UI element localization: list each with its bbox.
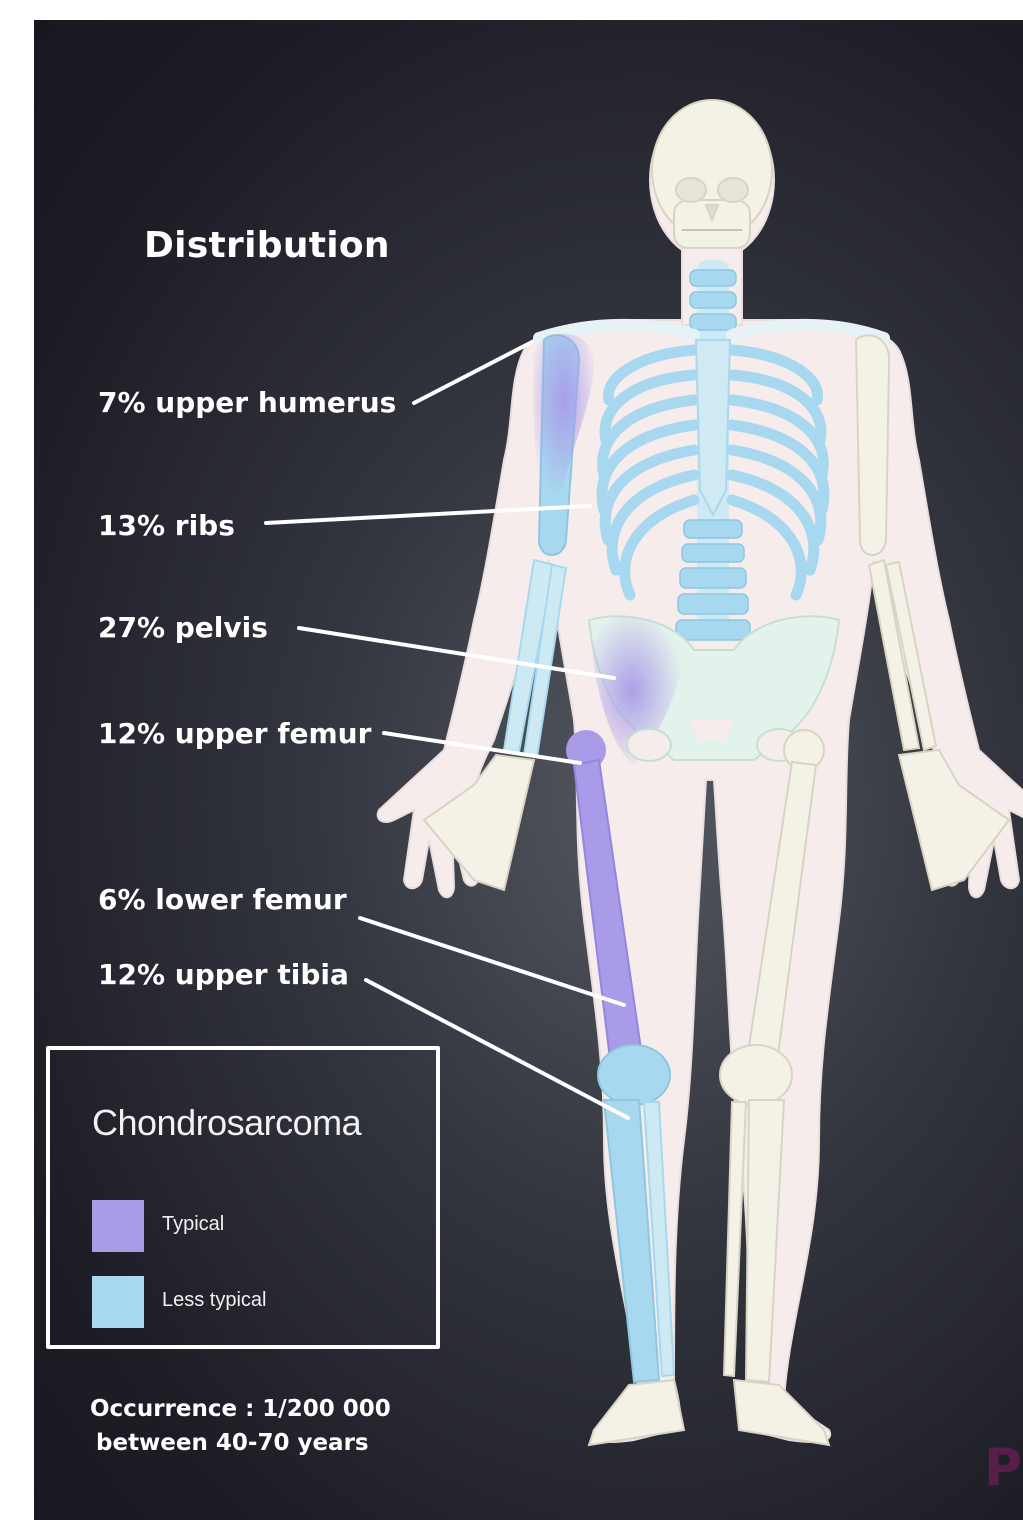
label-ribs: 13% ribs (98, 509, 235, 542)
watermark-logo: P (984, 1438, 1022, 1498)
label-pelvis: 27% pelvis (98, 611, 268, 644)
label-upper-femur: 12% upper femur (98, 717, 371, 750)
legend-title: Chondrosarcoma (92, 1102, 361, 1144)
legend-swatch-typical (92, 1200, 144, 1252)
diagram-title: Distribution (144, 225, 390, 266)
sternum (696, 340, 730, 515)
occurrence-text: Occurrence : 1/200 000 (90, 1396, 391, 1422)
legend-box: Chondrosarcoma Typical Less typical (46, 1046, 440, 1349)
label-lower-femur: 6% lower femur (98, 883, 347, 916)
legend-label-less-typical: Less typical (162, 1289, 267, 1312)
legend-swatch-less-typical (92, 1276, 144, 1328)
diagram-panel: Distribution 7% upper humerus 13% ribs 2… (34, 20, 1023, 1520)
label-upper-humerus: 7% upper humerus (98, 386, 396, 419)
label-upper-tibia: 12% upper tibia (98, 958, 349, 991)
age-range-text: between 40-70 years (96, 1430, 369, 1456)
legend-label-typical: Typical (162, 1213, 224, 1236)
